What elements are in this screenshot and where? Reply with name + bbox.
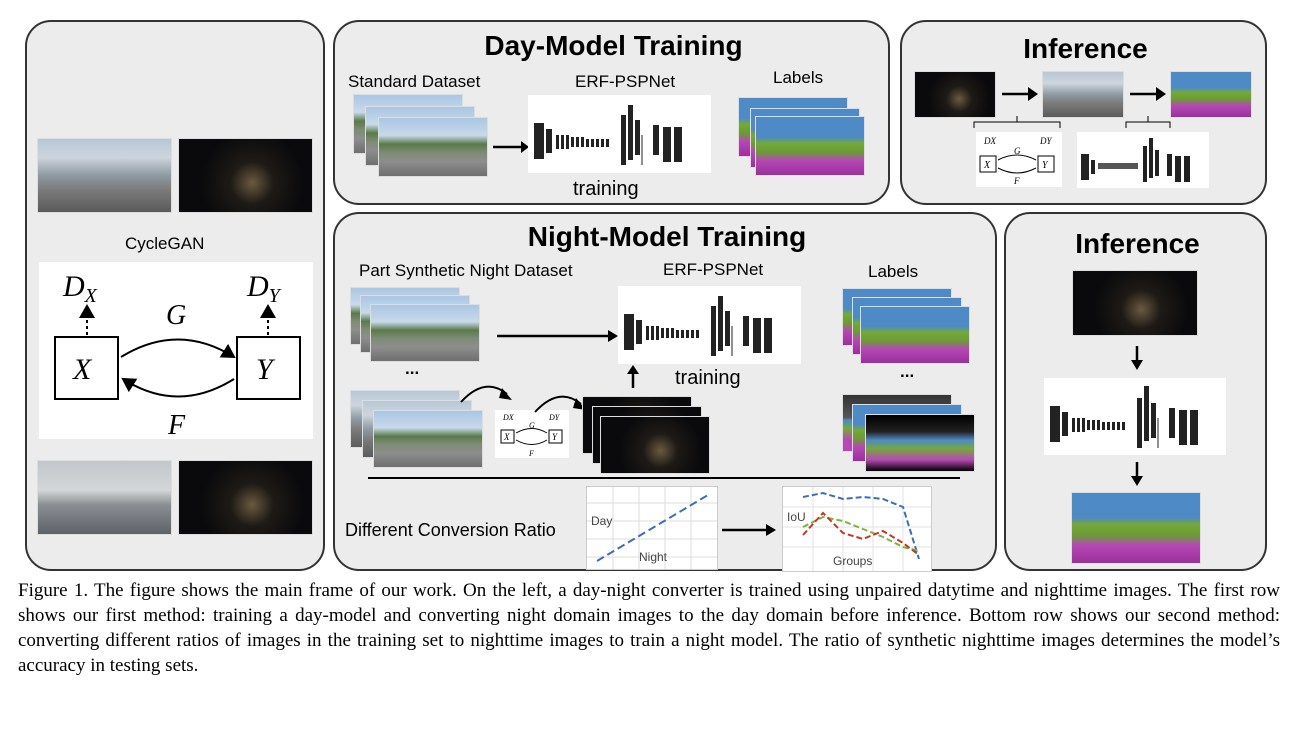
ratio-chart: Day Night	[586, 486, 718, 570]
cyclegan-diagram-svg: DX DY X Y G F	[54, 270, 301, 441]
bottom-night-input	[1072, 270, 1198, 336]
day-street-photo	[37, 138, 172, 213]
night-model-panel: Night-Model Training Part Synthetic Nigh…	[333, 212, 997, 572]
y-box	[236, 336, 301, 400]
ratio-chart-svg: Day Night	[587, 487, 717, 569]
ellipsis-left: ...	[405, 359, 420, 378]
part-synthetic-label: Part Synthetic Night Dataset	[359, 261, 573, 280]
night-arrow-main	[497, 330, 618, 342]
svg-text:X: X	[503, 432, 510, 442]
svg-text:G: G	[529, 421, 535, 430]
day-network-diagram	[528, 95, 711, 173]
svg-text:Y: Y	[1042, 160, 1049, 171]
day-model-panel: Day-Model Training Standard Dataset ERF-…	[333, 20, 890, 205]
f-label: F	[167, 410, 186, 439]
cyclegan-label: CycleGAN	[125, 234, 205, 253]
inference-night-input	[914, 71, 996, 118]
x-box	[54, 336, 119, 400]
night-arrow-up	[627, 365, 639, 388]
night-network-diagram	[618, 286, 801, 364]
night-network-label: ERF-PSPNet	[663, 260, 764, 279]
ratio-ylabel: Day	[591, 514, 612, 528]
f-arrow	[121, 377, 235, 398]
svg-text:DY: DY	[548, 413, 561, 422]
bracket-right	[1125, 116, 1171, 128]
inference-top-panel: Inference DX DY X Y G F	[900, 20, 1267, 205]
bottom-segmentation-output	[1071, 492, 1201, 564]
inference-bottom-panel: Inference	[1004, 212, 1267, 571]
night-highway-photo	[178, 460, 313, 535]
svg-text:X: X	[983, 160, 991, 171]
cyclegan-diagram: DX DY X Y G F	[39, 262, 313, 441]
inference-network-mini	[1077, 132, 1209, 188]
y-label: Y	[256, 353, 276, 386]
day-labels-label: Labels	[773, 68, 824, 87]
iou-series-red	[802, 511, 920, 556]
svg-text:G: G	[1014, 146, 1021, 156]
dy-label: DY	[246, 270, 282, 307]
iou-series-green	[802, 515, 920, 552]
day-network-label: ERF-PSPNet	[575, 72, 676, 91]
night-label-image-3	[860, 306, 970, 364]
bottom-arrow-2	[1131, 462, 1143, 486]
g-label: G	[166, 300, 186, 331]
bottom-arrow-1	[1131, 346, 1143, 370]
day-training-label: training	[573, 178, 639, 200]
night-labels-label: Labels	[868, 262, 919, 281]
inference-bottom-title: Inference	[1075, 228, 1200, 259]
mini-network-svg	[1081, 138, 1190, 182]
night-model-title: Night-Model Training	[527, 221, 807, 252]
inference-arrow-2	[1130, 87, 1166, 101]
inference-segmentation-output	[1170, 71, 1252, 118]
day-arrow-1	[493, 141, 529, 153]
inference-cyclegan-mini: DX DY X Y G F	[976, 132, 1062, 187]
ratio-line	[596, 494, 709, 562]
conversion-ratio-label: Different Conversion Ratio	[345, 520, 556, 540]
label-image-3	[755, 116, 865, 176]
svg-text:F: F	[1013, 176, 1020, 186]
day-highway-photo	[37, 460, 172, 535]
iou-chart: IoU Groups	[782, 486, 932, 572]
ellipsis-right: ...	[900, 362, 915, 381]
night-mini-cyclegan-svg: DX DY X Y G F	[500, 413, 563, 458]
inference-arrow-1	[1002, 87, 1038, 101]
night-cyclegan-mini: DX DY X Y G F	[495, 410, 569, 458]
x-label: X	[72, 353, 93, 386]
iou-xlabel: Groups	[833, 554, 872, 568]
night-training-label: training	[675, 367, 741, 389]
inference-top-title: Inference	[1023, 33, 1148, 64]
section-divider	[368, 477, 960, 479]
iou-chart-svg: IoU Groups	[783, 487, 931, 571]
svg-text:DX: DX	[983, 136, 996, 146]
bracket-left	[973, 116, 1061, 128]
synthetic-night-image-3	[600, 416, 710, 474]
svg-text:Y: Y	[552, 432, 558, 442]
inference-day-converted	[1042, 71, 1124, 118]
synthetic-day-image-3	[370, 304, 480, 362]
curved-arrow-1	[460, 385, 512, 403]
chart-arrow	[722, 524, 776, 536]
ratio-xlabel: Night	[639, 550, 668, 564]
bottom-erf-pspnet-icon	[1050, 386, 1198, 448]
source-day-image-3	[373, 410, 483, 468]
erf-pspnet-icon	[534, 105, 682, 165]
dx-label: DX	[62, 270, 98, 307]
day-model-title: Day-Model Training	[484, 30, 743, 61]
figure-caption: Figure 1. The figure shows the main fram…	[18, 580, 1280, 676]
mini-cyclegan-svg: DX DY X Y G F	[979, 136, 1055, 186]
standard-dataset-label: Standard Dataset	[348, 72, 481, 91]
iou-series-blue	[802, 491, 920, 560]
bottom-network-diagram	[1044, 378, 1226, 455]
cyclegan-panel: CycleGAN DX DY X Y G F	[25, 20, 325, 571]
dataset-image-3	[378, 117, 488, 177]
night-label-image-6	[865, 414, 975, 472]
svg-text:DX: DX	[502, 413, 515, 422]
iou-ylabel: IoU	[787, 510, 806, 524]
night-erf-pspnet-icon	[624, 296, 772, 356]
svg-text:DY: DY	[1039, 136, 1052, 146]
night-street-photo	[178, 138, 313, 213]
svg-text:F: F	[528, 449, 534, 458]
g-arrow	[120, 338, 236, 359]
